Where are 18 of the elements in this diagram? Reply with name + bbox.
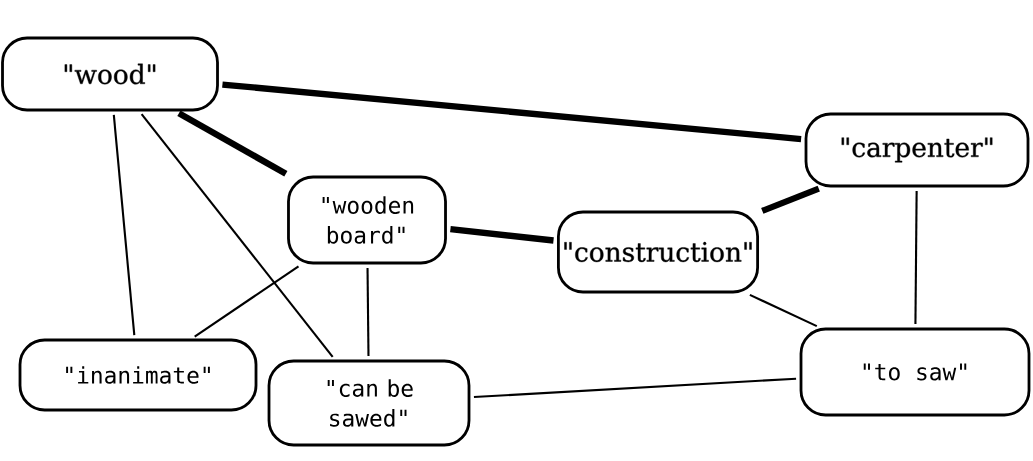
connector-line (222, 81, 802, 143)
connector-line (473, 377, 797, 399)
connector-line (450, 226, 554, 244)
term-box: "to saw" (799, 327, 1031, 417)
term-box: "can be sawed" (267, 359, 471, 447)
connector-line (140, 113, 334, 358)
term-box: "carpenter" (804, 112, 1030, 188)
connector-line (194, 265, 300, 338)
connector-line (749, 293, 818, 328)
connector-line (112, 114, 136, 336)
term-box: "inanimate" (18, 338, 258, 412)
connector-line (914, 190, 918, 325)
connector-line (761, 185, 820, 214)
term-box: "wood" (1, 36, 219, 112)
connector-line (366, 267, 370, 357)
connector-line (177, 110, 288, 177)
term-box: "construction" (557, 210, 759, 294)
term-box: "wooden board" (287, 175, 447, 265)
